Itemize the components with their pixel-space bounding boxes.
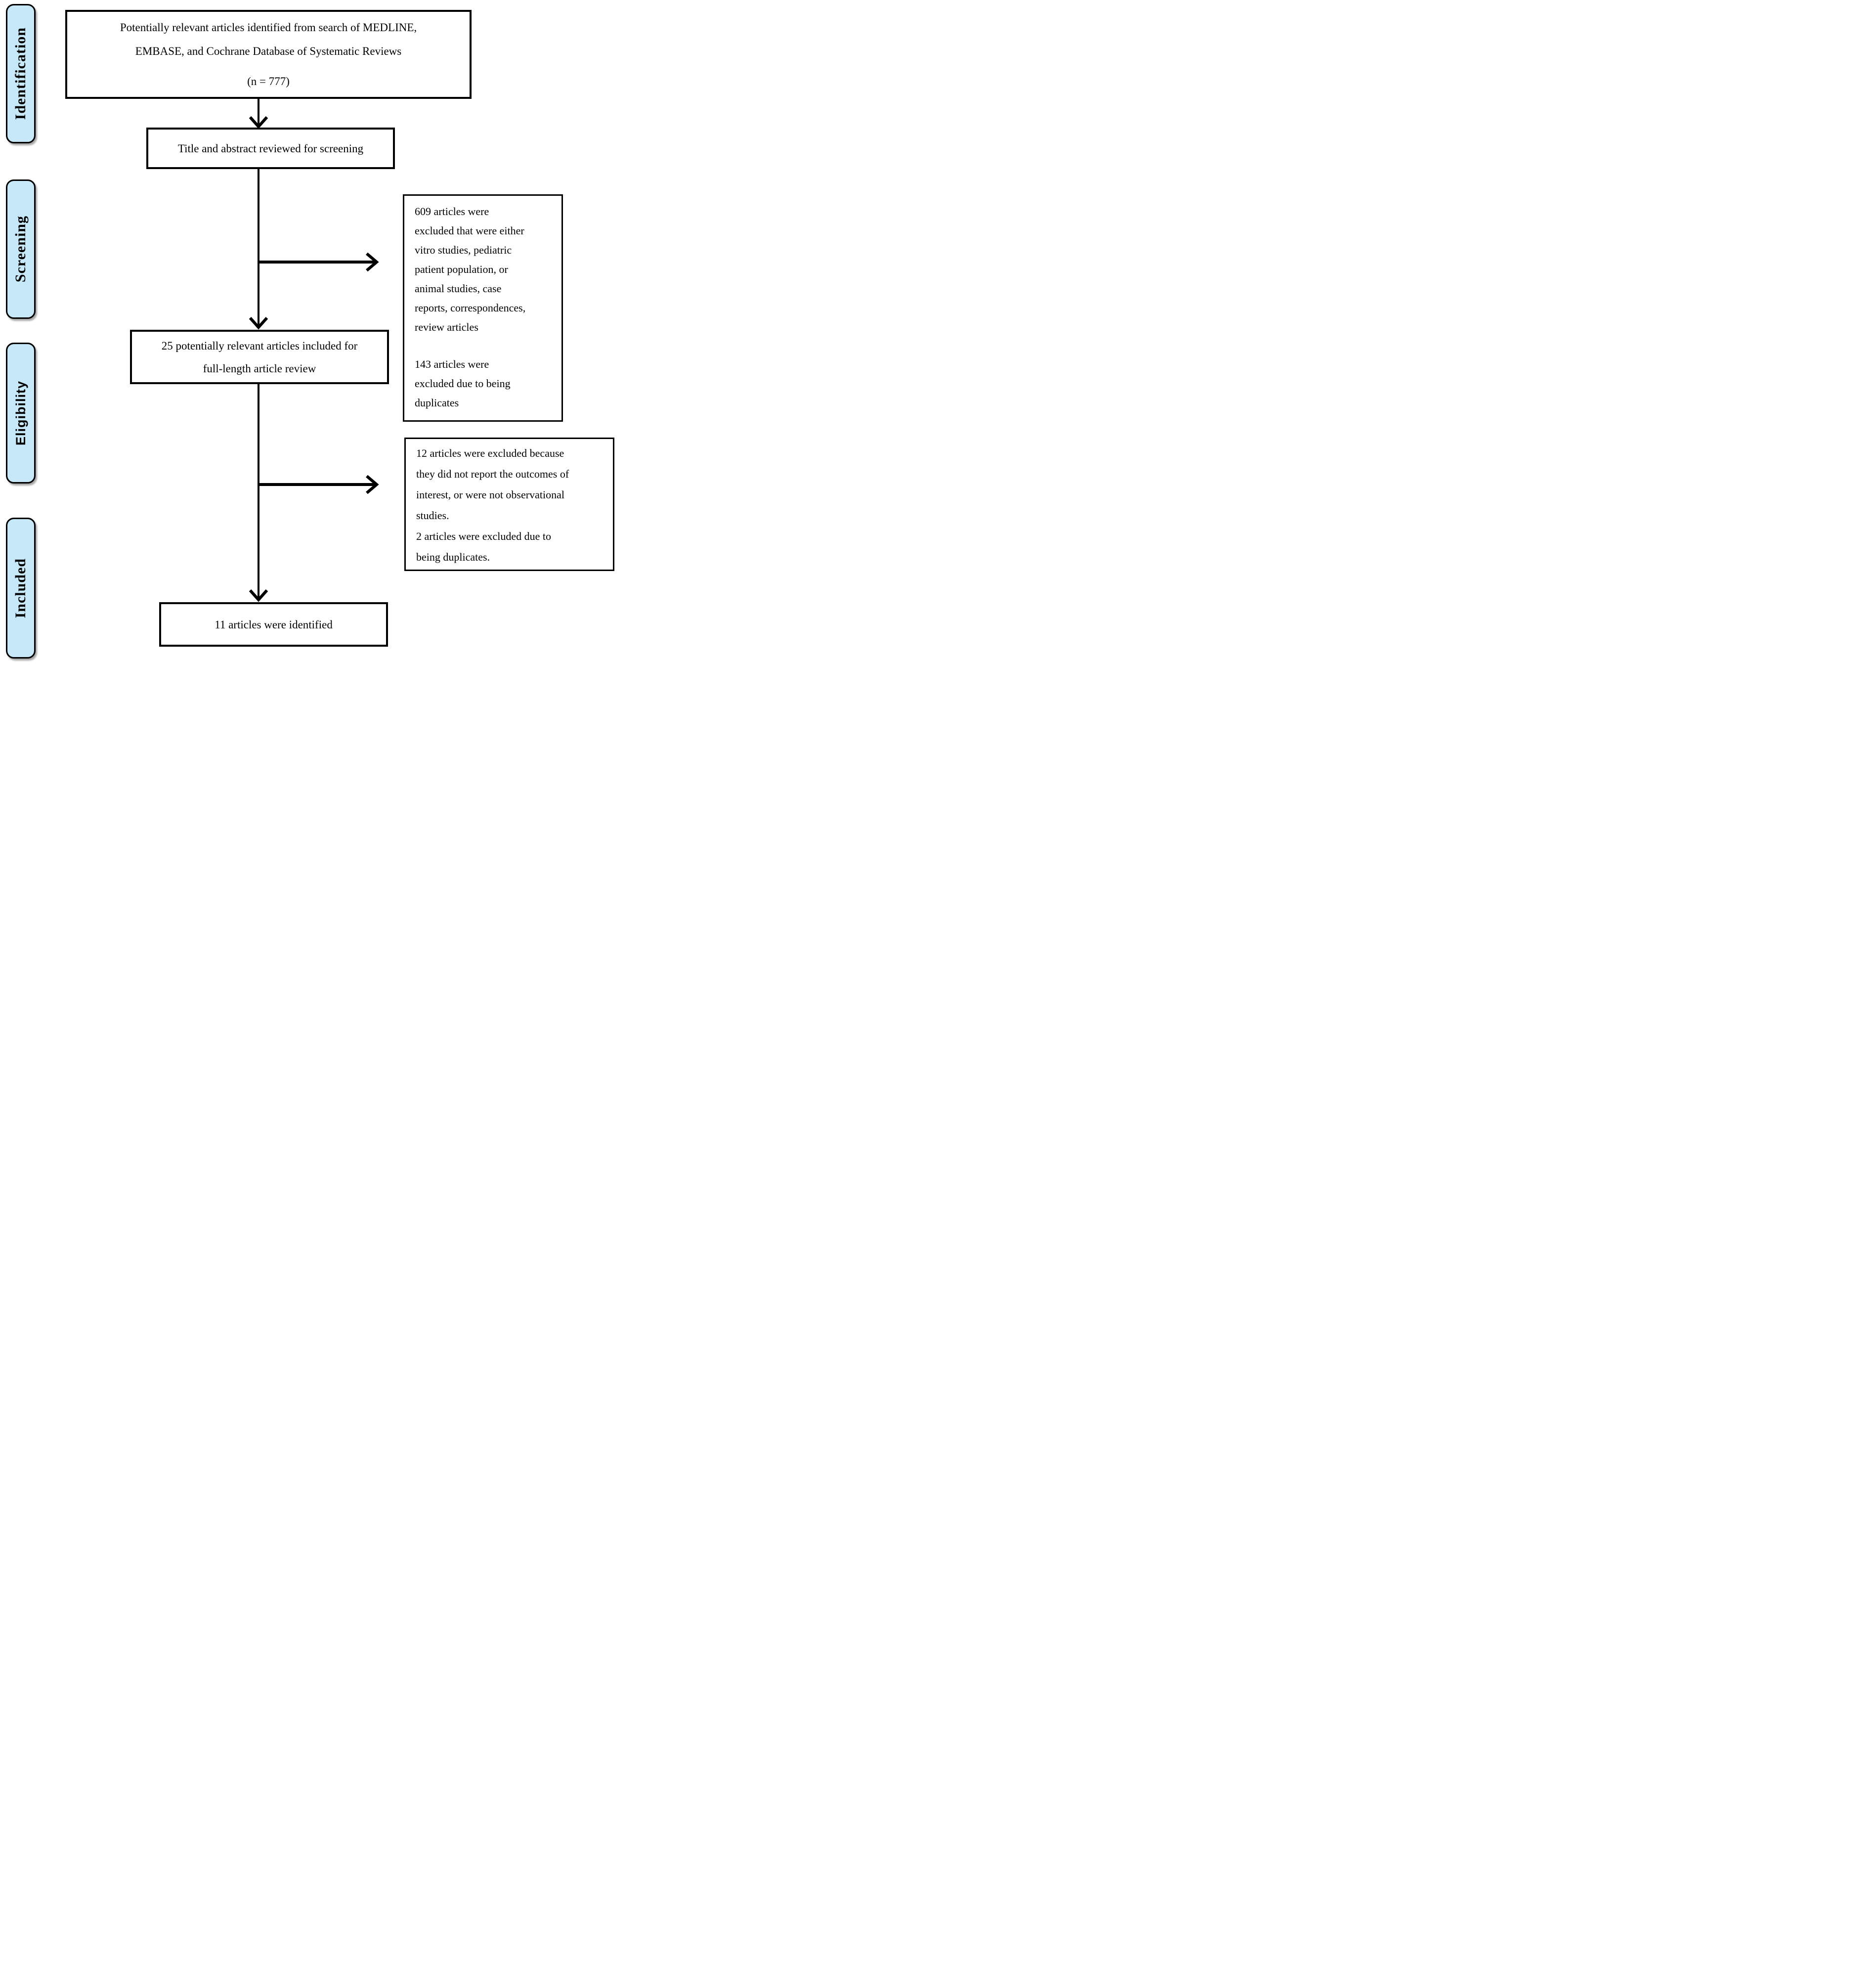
screening-exclusion-box: 609 articles were excluded that were eit… [403,194,563,422]
exclusion-paragraph: 143 articles were excluded due to being … [415,354,553,412]
eligibility-exclusion-box: 12 articles were excluded because they d… [404,438,614,571]
exclusion-text-line: duplicates [415,397,459,409]
title-abstract-screening-box: Title and abstract reviewed for screenin… [146,128,395,169]
exclusion-text-line: 143 articles were [415,358,489,370]
branch-screening-exclusion-arrow [259,252,379,272]
exclusion-text-line: excluded that were either [415,224,524,237]
stage-label-text: Screening [12,216,29,283]
exclusion-text-line: 2 articles were excluded due to [416,530,552,542]
arrow-search-to-screening [249,99,268,129]
prisma-flow-diagram: Identification Screening Eligibility Inc… [0,0,618,663]
exclusion-text-line: reports, correspondences, [415,302,526,314]
box-text-line: 11 articles were identified [215,618,333,631]
search-results-box: Potentially relevant articles identified… [65,10,472,99]
included-articles-box: 11 articles were identified [159,602,388,647]
fulltext-review-box: 25 potentially relevant articles include… [130,330,389,384]
exclusion-paragraph: 12 articles were excluded because they d… [416,443,604,526]
exclusion-text-line: 12 articles were excluded because [416,447,564,459]
stage-label-text: Included [12,558,29,618]
stage-label-included: Included [6,518,36,659]
stage-label-screening: Screening [6,179,36,319]
exclusion-text-line: studies. [416,509,449,522]
box-text-line: EMBASE, and Cochrane Database of Systema… [135,45,402,57]
exclusion-text-line: excluded due to being [415,377,511,390]
exclusion-paragraph: 2 articles were excluded due to being du… [416,526,604,568]
branch-eligibility-exclusion-arrow [259,475,379,494]
stage-label-identification: Identification [6,4,36,143]
record-count: (n = 777) [247,75,290,88]
arrow-fulltext-to-included [249,384,268,602]
exclusion-text-line: patient population, or [415,263,508,275]
exclusion-text-line: being duplicates. [416,551,490,563]
arrow-screening-to-fulltext [249,169,268,330]
exclusion-text-line: review articles [415,321,478,333]
stage-label-eligibility: Eligibility [6,343,36,484]
exclusion-paragraph: 609 articles were excluded that were eit… [415,202,553,337]
stage-label-text: Eligibility [13,380,28,445]
stage-label-text: Identification [12,27,29,120]
exclusion-text-line: animal studies, case [415,282,502,295]
box-text-line: 25 potentially relevant articles include… [161,339,358,352]
box-text-line: Potentially relevant articles identified… [120,21,417,34]
box-text-line: full-length article review [203,362,316,375]
exclusion-text-line: interest, or were not observational [416,488,564,501]
exclusion-text-line: 609 articles were [415,205,489,218]
exclusion-text-line: vitro studies, pediatric [415,244,512,256]
box-text-line: Title and abstract reviewed for screenin… [177,142,364,155]
exclusion-text-line: they did not report the outcomes of [416,468,569,480]
